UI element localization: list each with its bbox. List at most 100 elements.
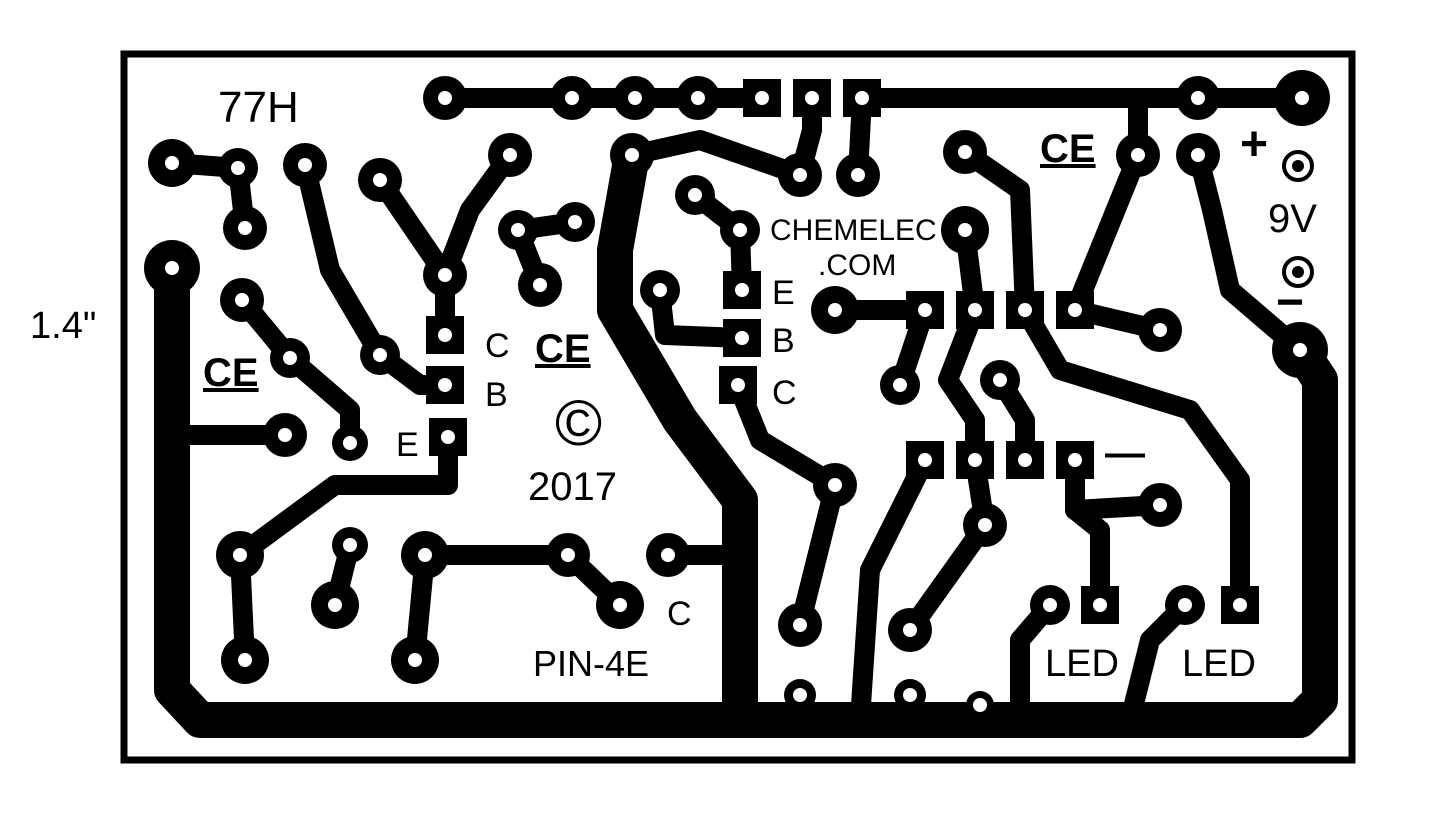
drill-hole [1191,148,1205,162]
drill-hole [993,373,1007,387]
drill-hole [235,293,249,307]
ce-mark: CE [203,351,259,395]
copper-trace [622,130,810,185]
part-code: 77H [218,83,299,132]
drill-hole [653,283,667,297]
plus-label: + [1240,118,1268,171]
drill-hole [511,223,525,237]
voltage-label: 9V [1268,197,1317,241]
drill-hole [688,188,702,202]
drill-hole [1233,598,1247,612]
drill-hole [1018,453,1032,467]
drill-hole [1043,598,1057,612]
copper-trace [955,142,1035,320]
copper-trace [1065,500,1110,615]
copyright-symbol: © [555,387,602,459]
c-label: C [667,595,692,633]
drill-hole [561,548,575,562]
drill-hole [691,91,705,105]
drill-hole [418,548,432,562]
drill-hole [568,215,582,229]
drill-hole [165,261,179,275]
drill-hole [968,303,982,317]
copper-trace [415,545,630,615]
drill-hole [278,428,292,442]
drill-hole [1018,303,1032,317]
drill-hole [918,453,932,467]
drill-hole [851,168,865,182]
drill-hole [903,623,917,637]
ce-mark: CE [1040,127,1096,171]
drill-hole [733,223,747,237]
ic-minus-label: — [1105,431,1145,475]
copper-trace [1015,300,1250,615]
drill-hole [973,698,987,712]
drill-hole [233,548,247,562]
drill-hole [1191,91,1205,105]
drill-hole [731,378,745,392]
drill-hole [231,161,245,175]
drill-hole [1293,343,1307,357]
ce-mark: CE [535,327,591,371]
drill-hole [373,348,387,362]
drill-hole [793,688,807,702]
drill-hole [373,173,387,187]
drill-hole [735,331,749,345]
website-line2: .COM [818,249,896,282]
drill-hole [1068,453,1082,467]
drill-hole [1093,598,1107,612]
copper-trace [230,427,458,670]
drill-hole [855,91,869,105]
drill-hole [828,303,842,317]
drill-hole [565,91,579,105]
copper-trace [1188,145,1310,360]
drill-hole [628,91,642,105]
copper-trace [938,300,985,470]
drill-hole [903,688,917,702]
drill-hole [793,618,807,632]
dimension-label: 1.4" [30,305,96,347]
pads [144,70,1330,719]
drill-hole [1131,148,1145,162]
drill-hole [755,91,769,105]
drill-hole [1153,498,1167,512]
label-e: E [772,274,795,312]
drill-hole [793,168,807,182]
drill-hole [613,598,627,612]
drill-hole [298,158,312,172]
website-line1: CHEMELEC [770,214,937,247]
drill-hole [238,653,252,667]
drill-hole [438,91,452,105]
board-outline [120,50,1356,764]
drill-hole [533,278,547,292]
drill-hole [958,145,972,159]
drill-hole [441,430,455,444]
drill-hole [1295,91,1309,105]
power-terminal-icon [1282,150,1314,288]
drill-hole [805,91,819,105]
drill-hole [165,156,179,170]
year: 2017 [528,465,617,509]
label-c: C [772,374,797,412]
drill-hole [503,148,517,162]
copper-trace [728,375,845,635]
copper-trace [850,450,935,730]
pin-label: PIN-4E [533,643,649,684]
label-b: B [772,322,795,360]
drill-hole [968,453,982,467]
drill-hole [408,653,422,667]
copper-trace [154,250,1338,738]
drill-hole [283,351,297,365]
label-e: E [396,426,419,464]
drill-hole [1068,303,1082,317]
drill-hole [893,378,907,392]
label-b: B [485,376,508,414]
drill-hole [1153,323,1167,337]
led1-label: LED [1045,643,1119,685]
drill-hole [438,328,452,342]
drill-hole [661,548,675,562]
copper-trace [435,145,520,285]
drill-hole [328,598,342,612]
drill-hole [828,478,842,492]
